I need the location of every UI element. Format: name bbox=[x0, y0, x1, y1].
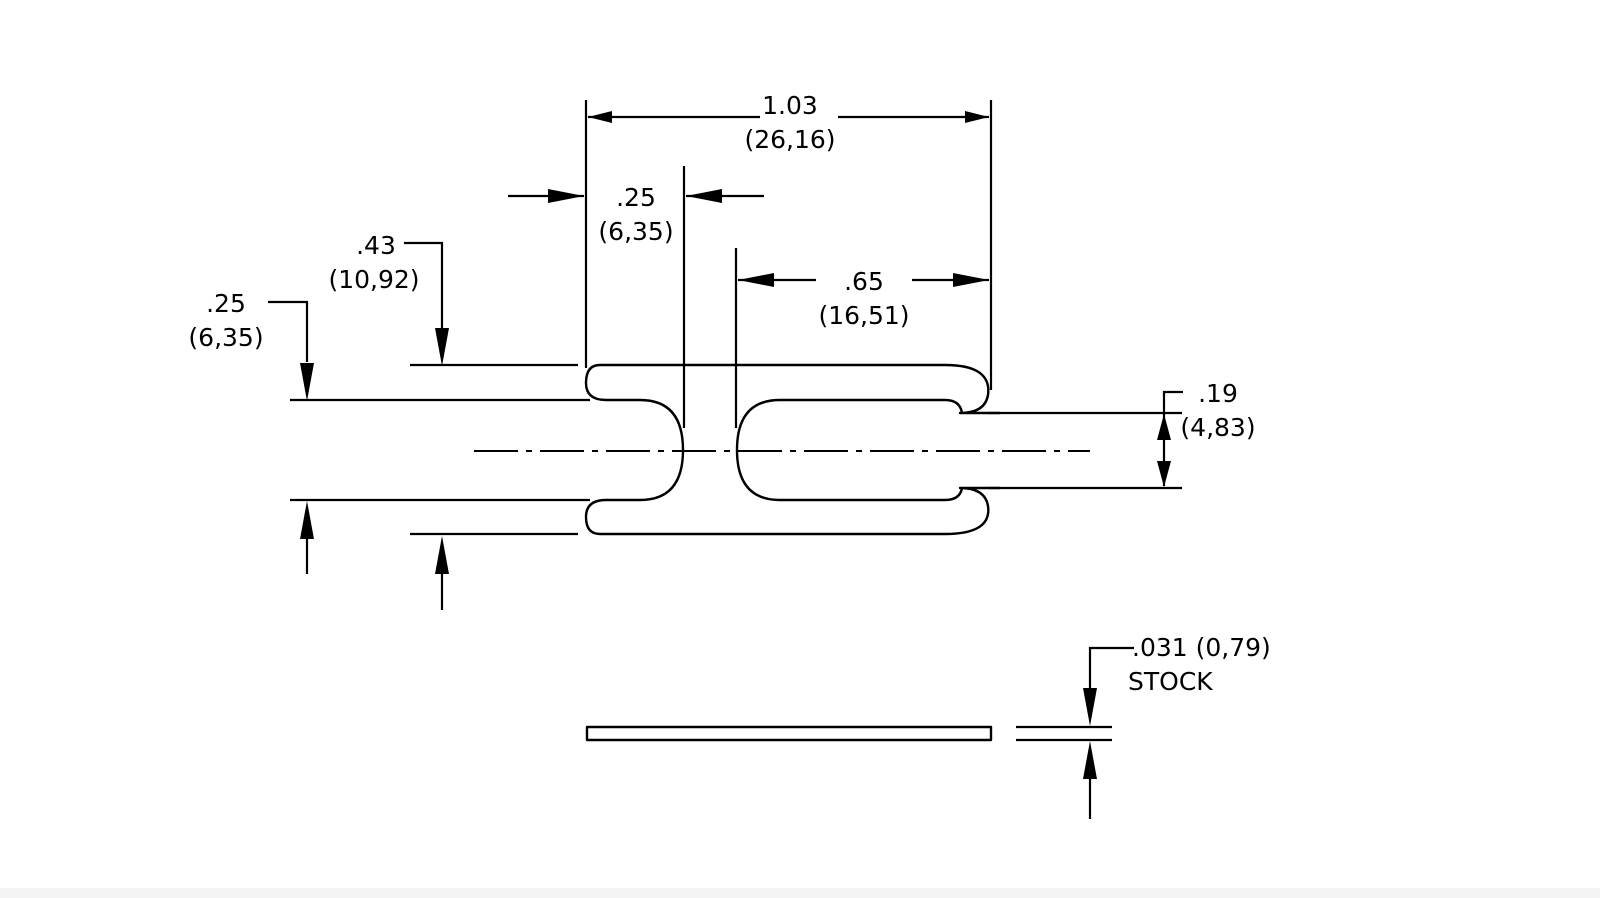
dimension-slot-length: .65 (16,51) bbox=[738, 267, 989, 330]
slot-length-metric: (16,51) bbox=[818, 301, 909, 330]
left-arm-height-imperial: .25 bbox=[206, 289, 246, 318]
neck-width-imperial: .25 bbox=[616, 183, 656, 212]
end-height-metric: (10,92) bbox=[328, 265, 419, 294]
part-outline bbox=[290, 363, 1182, 536]
extension-lines bbox=[584, 100, 993, 428]
left-arm-height-metric: (6,35) bbox=[188, 323, 263, 352]
end-height-imperial: .43 bbox=[356, 231, 396, 260]
side-view-stock bbox=[585, 725, 1112, 742]
dimension-left-arm-height: .25 (6,35) bbox=[188, 289, 314, 574]
slot-length-imperial: .65 bbox=[844, 267, 884, 296]
dimension-right-arm-height: .19 (4,83) bbox=[1157, 379, 1256, 487]
overall-length-metric: (26,16) bbox=[744, 125, 835, 154]
dimension-overall-length: 1.03 (26,16) bbox=[588, 91, 989, 154]
stock-thickness-note: STOCK bbox=[1128, 667, 1213, 696]
neck-width-metric: (6,35) bbox=[598, 217, 673, 246]
dimension-end-height: .43 (10,92) bbox=[328, 231, 449, 610]
dimension-neck-width: .25 (6,35) bbox=[508, 183, 764, 246]
dimension-stock-thickness: .031 (0,79) STOCK bbox=[1083, 633, 1271, 819]
right-arm-height-imperial: .19 bbox=[1198, 379, 1238, 408]
page-bottom-band bbox=[0, 888, 1600, 898]
overall-length-imperial: 1.03 bbox=[762, 91, 818, 120]
right-arm-height-metric: (4,83) bbox=[1180, 413, 1255, 442]
stock-thickness-value: .031 (0,79) bbox=[1132, 633, 1271, 662]
